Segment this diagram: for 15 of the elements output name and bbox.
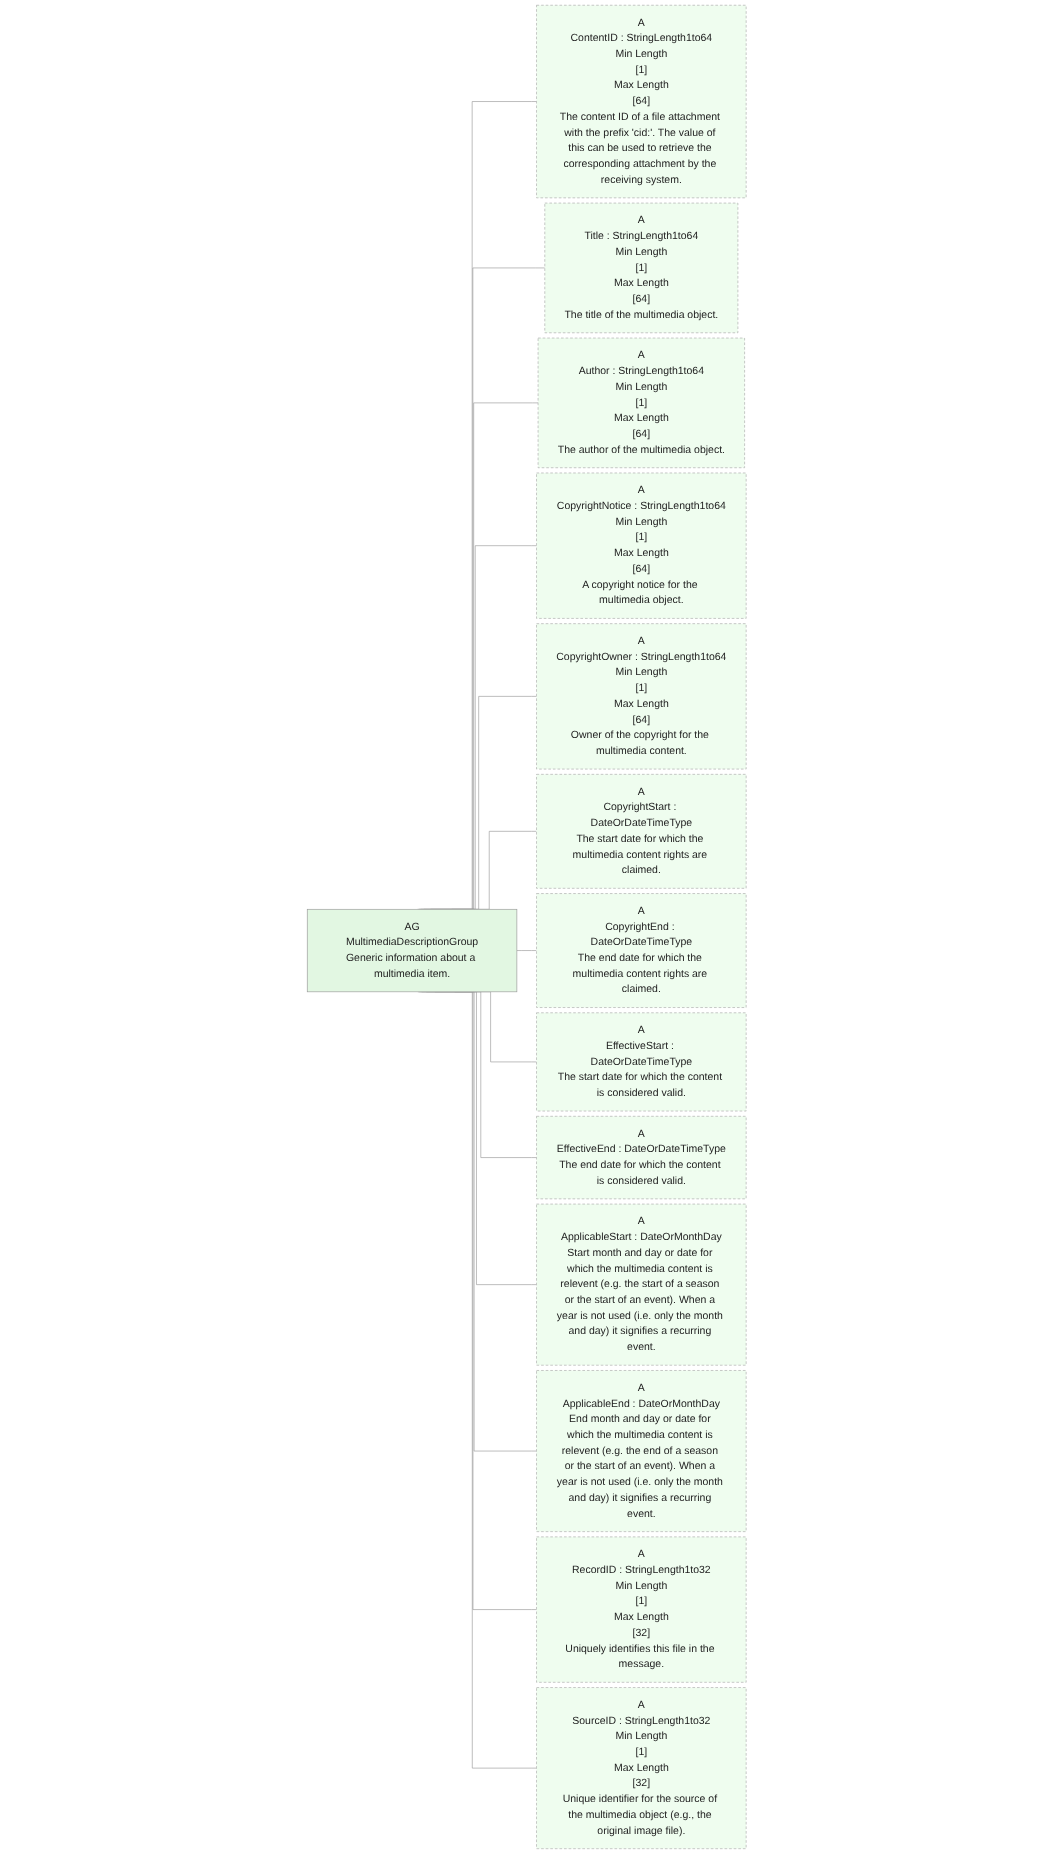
node-box	[536, 893, 747, 1008]
node-box	[536, 1536, 747, 1683]
node-box	[544, 202, 739, 334]
node-box	[307, 908, 518, 993]
node-box	[536, 623, 747, 770]
node-box	[536, 774, 747, 889]
node-box	[536, 1115, 747, 1200]
connector	[516, 950, 538, 951]
node-box	[536, 472, 747, 619]
node-box	[536, 1012, 747, 1112]
node-box	[536, 1370, 747, 1532]
node-box	[536, 4, 747, 199]
node-box	[536, 1687, 747, 1850]
node-box	[538, 337, 746, 469]
node-box	[536, 1203, 747, 1366]
